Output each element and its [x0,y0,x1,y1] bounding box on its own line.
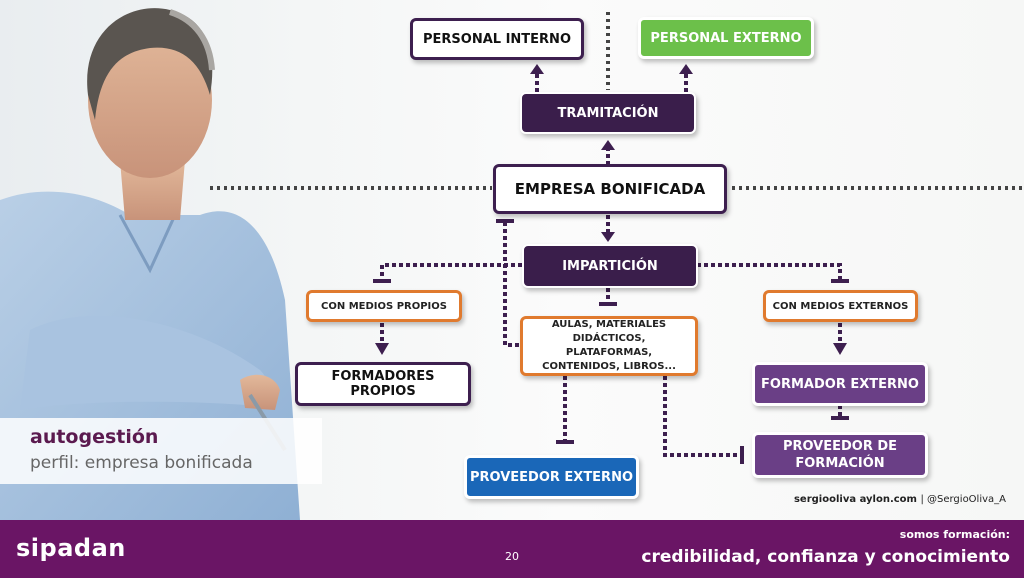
credit-site: sergiooliva aylon.com [793,494,917,505]
caption-box: autogestión perfil: empresa bonificada [0,418,322,484]
diagram-connectors [210,12,1024,464]
credit-handle: | @SergioOliva_A [920,494,1006,505]
node-personal-externo: PERSONAL EXTERNO [638,17,814,59]
node-formador-externo: FORMADOR EXTERNO [752,362,928,406]
node-con-medios-propios: CON MEDIOS PROPIOS [306,290,462,322]
node-aulas-materiales: AULAS, MATERIALES DIDÁCTICOS, PLATAFORMA… [520,316,698,376]
caption-subtitle: perfil: empresa bonificada [30,453,253,473]
tagline-small: somos formación: [899,528,1010,541]
node-tramitacion: TRAMITACIÓN [520,92,696,134]
node-personal-interno: PERSONAL INTERNO [410,18,584,60]
caption-title: autogestión [30,426,159,448]
node-imparticion: IMPARTICIÓN [522,244,698,288]
brand-logo: sipadan [16,534,126,562]
node-formadores-propios: FORMADORES PROPIOS [295,362,471,406]
tagline-big: credibilidad, confianza y conocimiento [641,547,1010,567]
slide-canvas: PERSONAL INTERNO PERSONAL EXTERNO TRAMIT… [0,8,1024,520]
credit-line: sergiooliva aylon.com | @SergioOliva_A [794,494,1006,505]
node-empresa-bonificada: EMPRESA BONIFICADA [493,164,727,214]
footer-bar: sipadan 20 somos formación: credibilidad… [0,520,1024,578]
node-proveedor-formacion: PROVEEDOR DE FORMACIÓN [752,432,928,478]
node-proveedor-externo: PROVEEDOR EXTERNO [464,455,639,499]
page-number: 20 [505,550,519,563]
node-con-medios-externos: CON MEDIOS EXTERNOS [763,290,918,322]
